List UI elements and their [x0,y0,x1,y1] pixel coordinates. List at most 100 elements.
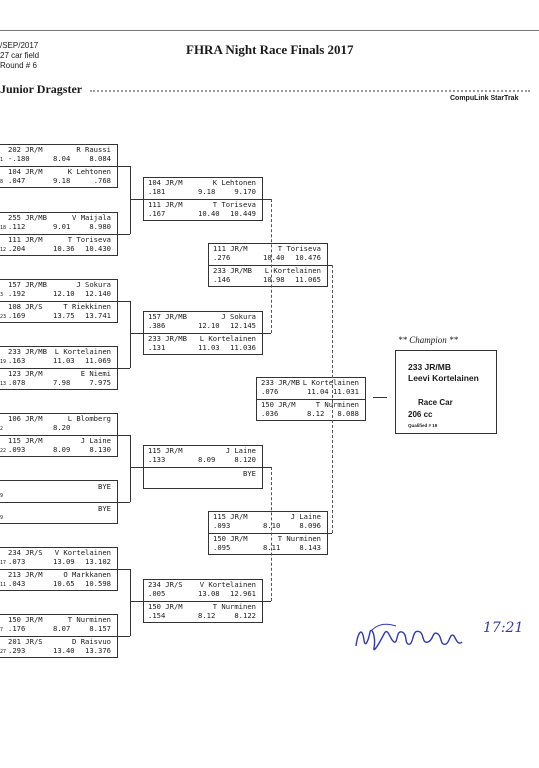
bracket-connector [118,166,130,167]
bracket-connector [271,467,272,601]
racer-name: K Lehtonen [212,178,256,187]
racer-number-class: 201 JR/S [8,637,43,646]
racer-reaction-time: .095 [213,543,231,552]
racer-name: J Sokura [76,280,111,289]
racer-name: K Lehtonen [67,167,111,176]
lane-number: 2 [0,426,4,432]
racer-reaction-time: .076 [261,387,279,396]
box-divider [0,234,117,235]
bracket-connector [263,467,271,468]
racer-dial: 11.065 [295,275,321,284]
box-divider [0,502,117,503]
racer-elapsed-time: 12.10 [53,289,75,298]
racer-name: T Nurminen [67,615,111,624]
racer-name: R Raussi [76,145,111,154]
box-divider [144,199,262,200]
box-divider [0,435,117,436]
bracket-connector [130,199,143,200]
racer-dial: 12.145 [230,321,256,330]
racer-elapsed-time: 10.36 [53,244,75,253]
champion-connector [373,397,387,398]
racer-dial: 11.036 [230,343,256,352]
racer-reaction-time: .133 [148,455,166,464]
champion-name: Leevi Kortelainen [408,373,479,383]
racer-name: L Kortelainen [199,334,256,343]
racer-name: J Sokura [221,312,256,321]
racer-reaction-time: -.180 [8,154,30,163]
bracket-connector [332,265,333,533]
racer-elapsed-time: 8.09 [198,455,216,464]
racer-number-class: 233 JR/MB [213,266,252,275]
racer-elapsed-time: 13.09 [53,557,75,566]
racer-number-class: 234 JR/S [148,580,183,589]
racer-dial: 8.157 [89,624,111,633]
lane-number: 12 [0,247,7,253]
box-divider [0,636,117,637]
racer-dial: .768 [93,176,111,185]
lane-number: 8 [0,179,4,185]
racer-dial: 8.088 [337,409,359,418]
racer-elapsed-time: 9.18 [198,187,216,196]
racer-elapsed-time: 13.40 [53,646,75,655]
racer-name: L Kortelainen [264,266,321,275]
bracket-connector [118,301,130,302]
lane-number: 18 [0,225,7,231]
racer-dial: 10.449 [230,209,256,218]
champion-label: ** Champion ** [398,335,459,345]
bracket-connector [130,333,143,334]
racer-dial: 11.069 [85,356,111,365]
racer-name: O Markkanen [63,570,111,579]
racer-number-class: 115 JR/M [8,436,43,445]
racer-name: V Kortelainen [54,548,111,557]
class-name: Junior Dragster [0,82,83,96]
box-divider [0,569,117,570]
racer-reaction-time: .047 [8,176,26,185]
lane-number: 27 [0,649,7,655]
car-field: 27 car field [0,51,40,60]
racer-dial: 13.376 [85,646,111,655]
lane-number: 22 [0,448,7,454]
racer-elapsed-time: 13.75 [53,311,75,320]
page-title: FHRA Night Race Finals 2017 [186,42,354,57]
racer-elapsed-time: 10.65 [53,579,75,588]
racer-reaction-time: .131 [148,343,166,352]
racer-elapsed-time: 8.20 [53,423,71,432]
bracket-connector [118,435,130,436]
racer-number-class: 202 JR/M [8,145,43,154]
racer-number-class: 233 JR/MB [8,347,47,356]
racer-name: L Blomberg [67,414,111,423]
racer-name: J Laine [80,436,111,445]
champion-car: Race Car [418,398,453,407]
racer-dial: 8.096 [299,521,321,530]
racer-number-class: 157 JR/MB [8,280,47,289]
lane-number: 3 [0,292,4,298]
racer-number-class: 111 JR/M [213,244,248,253]
racer-dial: 10.430 [85,244,111,253]
racer-name: L Kortelainen [302,378,359,387]
racer-dial: 13.741 [85,311,111,320]
lane-number: 11 [0,582,7,588]
header-rule [0,30,539,31]
racer-reaction-time: .146 [213,275,231,284]
racer-number-class: 115 JR/M [213,512,248,521]
box-divider [0,368,117,369]
racer-number-class: 233 JR/MB [148,334,187,343]
bracket-connector [328,533,332,534]
racer-reaction-time: .276 [213,253,231,262]
racer-elapsed-time: 9.18 [53,176,71,185]
racer-reaction-time: .005 [148,589,166,598]
compulink-label: CompuLink StarTrak [450,95,519,102]
racer-name: T Toriseva [277,244,321,253]
racer-name: J Laine [290,512,321,521]
bracket-connector [328,265,332,266]
racer-name: V Maijala [72,213,111,222]
racer-name: T Nurminen [277,534,321,543]
box-divider [257,399,365,400]
